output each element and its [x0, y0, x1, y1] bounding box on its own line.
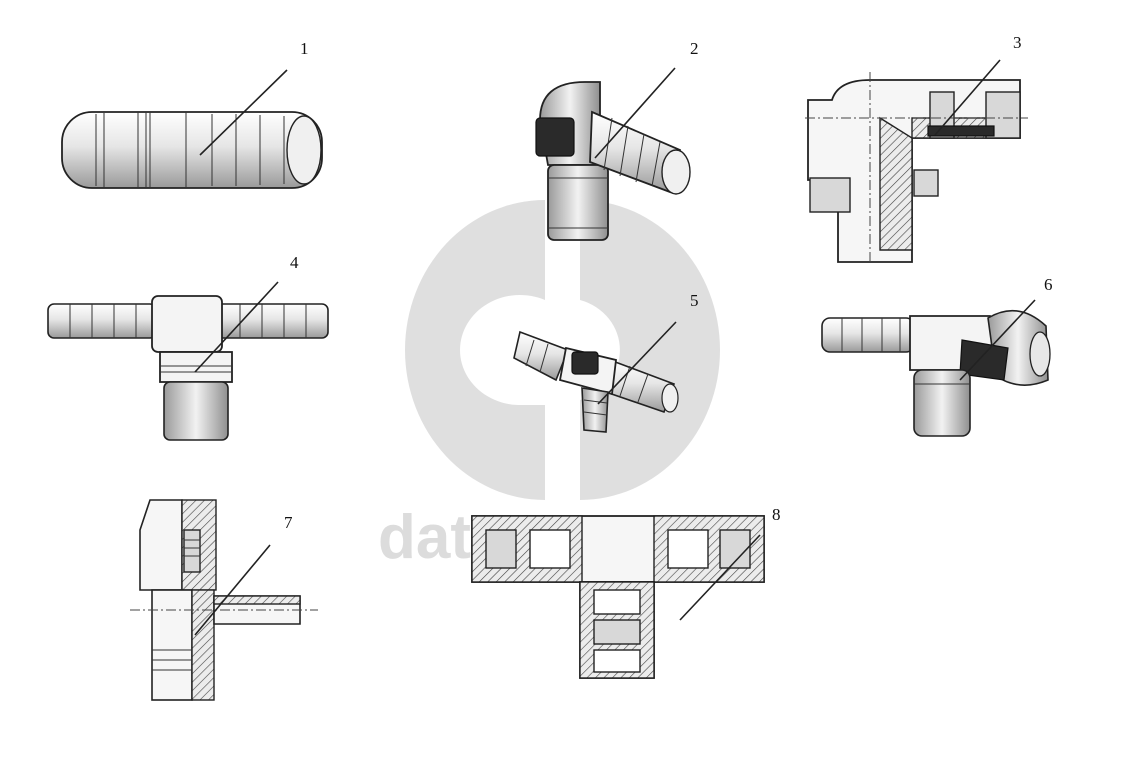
fitting-4-tee: 4 [47, 253, 329, 441]
label-6: 6 [1044, 275, 1053, 294]
fitting-6-tee-elbow: 6 [821, 275, 1053, 437]
fitting-8-tee-section: 8 [471, 505, 781, 679]
label-4: 4 [290, 253, 299, 272]
fitting-3-elbow-section: 3 [805, 33, 1028, 263]
label-5: 5 [690, 291, 699, 310]
fitting-1-straight-coupling: 1 [61, 39, 323, 189]
label-8: 8 [772, 505, 781, 524]
label-2: 2 [690, 39, 699, 58]
fitting-2-elbow: 2 [535, 39, 699, 241]
fitting-5-tee-perspective: 5 [513, 291, 699, 433]
fitting-7-tee-section: 7 [130, 499, 318, 701]
label-7: 7 [284, 513, 293, 532]
label-1: 1 [300, 39, 309, 58]
label-3: 3 [1013, 33, 1022, 52]
